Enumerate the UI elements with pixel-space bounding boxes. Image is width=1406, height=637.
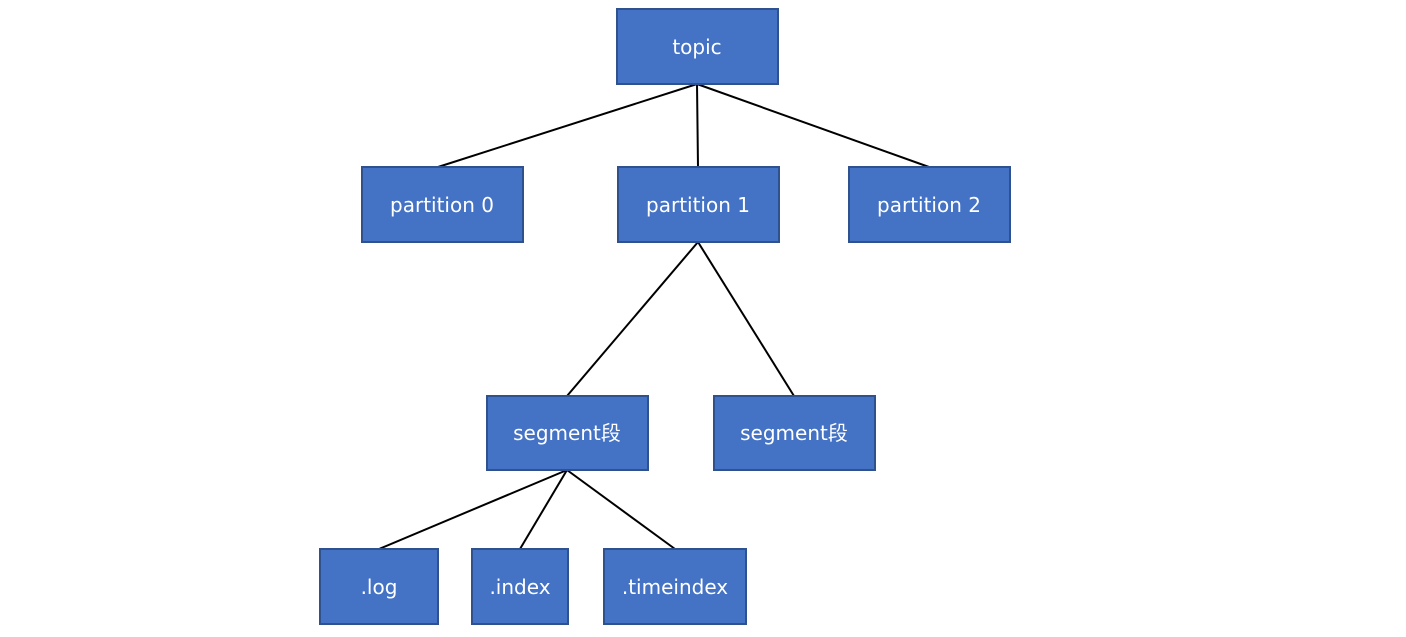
node-log: .log <box>319 548 439 625</box>
node-timeindex-label: .timeindex <box>622 575 728 599</box>
node-topic: topic <box>616 8 779 85</box>
node-log-box <box>319 548 439 625</box>
node-partition-0-box <box>361 166 524 243</box>
node-log-label: .log <box>361 575 398 599</box>
node-segment-2: segment段 <box>713 395 876 471</box>
edge-segment1-index <box>519 469 568 550</box>
node-index-label: .index <box>489 575 550 599</box>
node-index-box <box>471 548 569 625</box>
node-segment-1-label: segment段 <box>513 421 621 445</box>
node-partition-0-label: partition 0 <box>390 193 494 217</box>
node-partition-2-box <box>848 166 1011 243</box>
node-timeindex-box <box>603 548 747 625</box>
node-segment-1: segment段 <box>486 395 649 471</box>
edge-topic-partition1 <box>696 83 699 168</box>
node-partition-2: partition 2 <box>848 166 1011 243</box>
node-partition-0: partition 0 <box>361 166 524 243</box>
node-index: .index <box>471 548 569 625</box>
node-segment-2-box <box>713 395 876 471</box>
edge-segment1-timeindex <box>566 469 676 550</box>
edge-topic-partition0 <box>437 83 698 168</box>
node-segment-2-label: segment段 <box>740 421 848 445</box>
node-partition-1-label: partition 1 <box>646 193 750 217</box>
node-partition-1-box <box>617 166 780 243</box>
node-partition-1: partition 1 <box>617 166 780 243</box>
node-segment-1-box <box>486 395 649 471</box>
edges <box>378 83 930 550</box>
edge-partition1-segment2 <box>697 241 795 397</box>
node-topic-box <box>616 8 779 85</box>
edge-segment1-log <box>378 469 568 550</box>
edge-partition1-segment1 <box>566 241 699 397</box>
node-topic-label: topic <box>672 35 721 59</box>
edge-topic-partition2 <box>696 83 930 168</box>
node-timeindex: .timeindex <box>603 548 747 625</box>
node-partition-2-label: partition 2 <box>877 193 981 217</box>
